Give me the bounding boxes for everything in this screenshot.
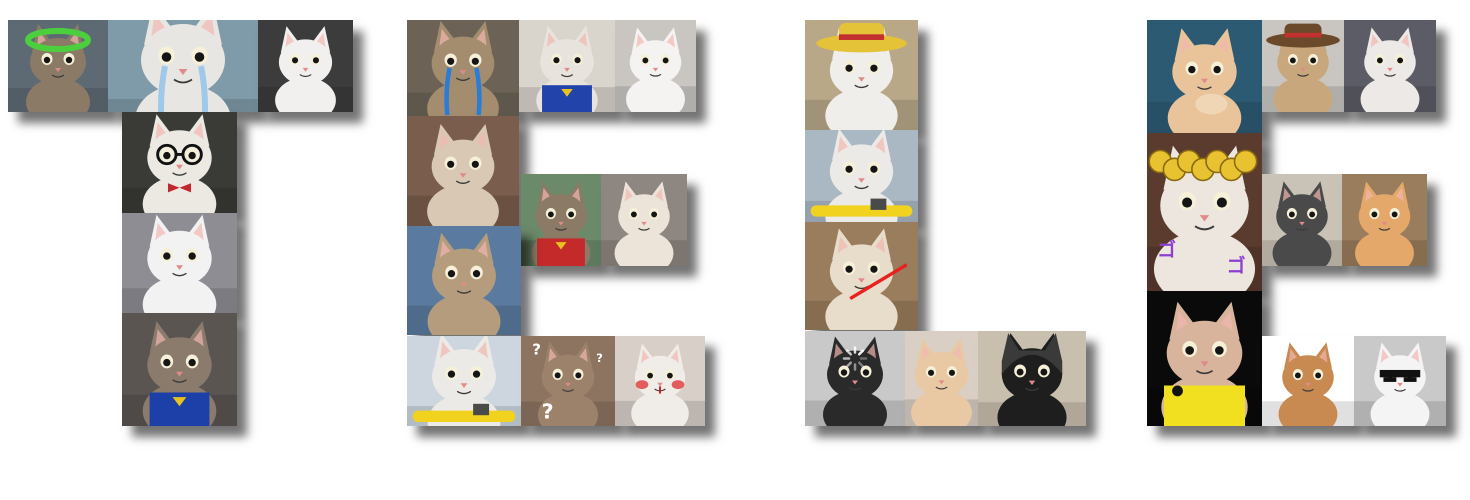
cat-scientist-tile xyxy=(122,112,237,213)
cat-photo xyxy=(615,20,696,112)
cat-photo xyxy=(805,130,918,222)
cat-photo xyxy=(108,20,258,112)
cat-photo xyxy=(8,20,108,112)
cat-pointing-tile xyxy=(601,174,687,266)
cat-thinking-tile xyxy=(1147,20,1262,133)
cat-laughing-tabby-tile xyxy=(407,226,521,335)
cat-smug-tabby-tile xyxy=(1262,336,1354,426)
cat-blushing-tile xyxy=(615,336,705,426)
cat-photo xyxy=(122,313,237,426)
cat-golden-hair-tile: ゴゴ xyxy=(1147,133,1262,291)
cat-blue-tears-tile xyxy=(407,20,519,116)
cat-photo xyxy=(1344,20,1436,112)
cat-stunned-tile xyxy=(1344,20,1436,112)
cat-photo: ゴゴ xyxy=(1147,133,1262,291)
cat-beret-tile xyxy=(258,20,353,112)
cat-photo xyxy=(1354,336,1446,426)
cat-photo xyxy=(407,116,519,226)
cat-crying-white-tile xyxy=(108,20,258,112)
cat-kitten-standing-tile xyxy=(905,331,978,426)
cat-lying-white-tile xyxy=(615,20,696,112)
cat-yellow-chair-l-tile xyxy=(805,130,918,222)
cat-photo xyxy=(805,222,918,330)
cat-green-wreath-tile xyxy=(8,20,108,112)
cat-photo: ??? xyxy=(521,336,615,426)
cat-superman-tile xyxy=(122,313,237,426)
cat-superhero-costume-tile xyxy=(519,20,615,112)
cat-photo xyxy=(521,174,601,266)
svg-text:?: ? xyxy=(596,352,603,365)
cat-photo xyxy=(615,336,705,426)
svg-text:ゴ: ゴ xyxy=(1157,238,1176,261)
cat-photo xyxy=(1147,20,1262,133)
svg-text:?: ? xyxy=(532,341,541,359)
cat-photo xyxy=(407,226,521,335)
cat-spiderman-tile xyxy=(521,174,601,266)
cat-loading-tile xyxy=(805,331,905,426)
cat-photo xyxy=(258,20,353,112)
cat-puss-boots-tile xyxy=(1262,20,1344,112)
cat-batman-tile xyxy=(978,331,1086,426)
cat-photo xyxy=(1262,336,1354,426)
cat-yellow-chair-tile xyxy=(407,336,521,426)
cat-photo xyxy=(601,174,687,266)
cat-black-suit-tile xyxy=(1262,174,1342,266)
cat-photo xyxy=(1262,174,1342,266)
cat-fluffy-smile-tile xyxy=(122,213,237,313)
svg-text:?: ? xyxy=(542,400,554,424)
cat-photo xyxy=(1262,20,1344,112)
cat-photo xyxy=(407,336,521,426)
cat-sleeping-pile-tile xyxy=(407,116,519,226)
cat-photo xyxy=(519,20,615,112)
cat-photo xyxy=(1147,291,1262,426)
cat-tongue-out-tile xyxy=(1342,174,1427,266)
cat-photo xyxy=(805,20,918,130)
cat-photo xyxy=(407,20,519,116)
cat-photo xyxy=(122,213,237,313)
cat-photo xyxy=(1342,174,1427,266)
cat-straw-hat-tile xyxy=(805,20,918,130)
cat-sphynx-hero-tile xyxy=(1147,291,1262,426)
cat-sunglasses-tile xyxy=(1354,336,1446,426)
cat-photo xyxy=(905,331,978,426)
cat-photo xyxy=(805,331,905,426)
cat-photo xyxy=(122,112,237,213)
svg-text:ゴ: ゴ xyxy=(1227,254,1246,277)
cat-photo xyxy=(978,331,1086,426)
cat-question-marks-tile: ??? xyxy=(521,336,615,426)
cat-lightsaber-tile xyxy=(805,222,918,330)
